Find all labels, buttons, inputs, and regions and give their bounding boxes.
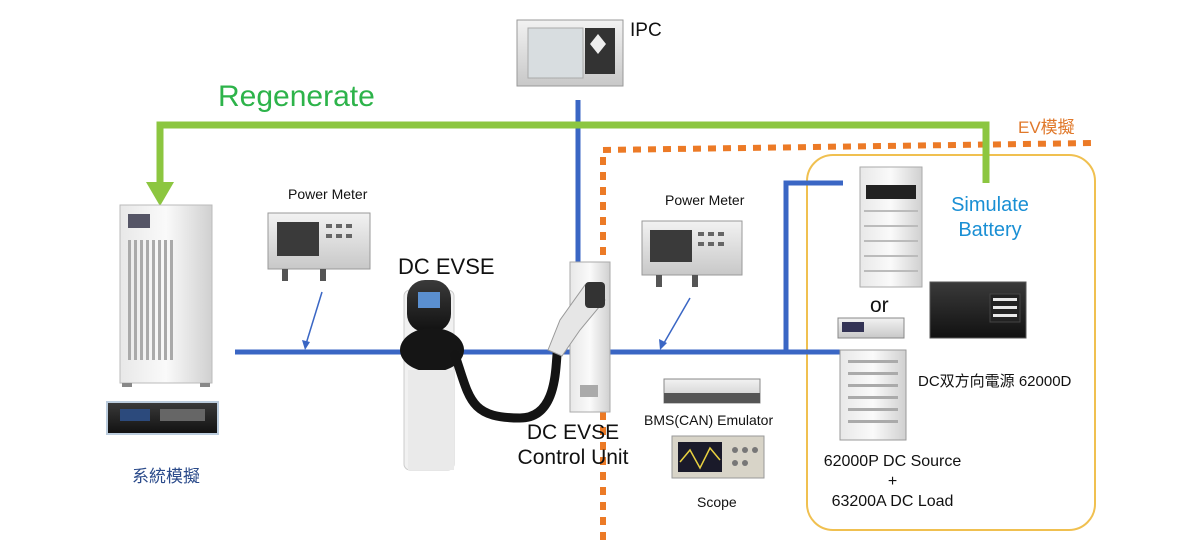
ev-sim-box	[806, 154, 1096, 531]
power-meter-left-label: Power Meter	[288, 186, 368, 202]
regenerate-line	[156, 121, 990, 185]
source-load-label: 62000P DC Source + 63200A DC Load	[805, 452, 980, 512]
charging-cable-icon	[450, 340, 563, 423]
bms-emulator-icon	[663, 378, 761, 404]
scope-label: Scope	[697, 494, 737, 510]
power-meter-left-probe-arrow	[302, 340, 310, 350]
control-unit-label: DC EVSE Control Unit	[508, 420, 638, 470]
dc-load-cabinet-icon	[839, 349, 907, 441]
power-meter-right-probe	[663, 297, 691, 344]
regenerate-label: Regenerate	[218, 80, 375, 113]
dc-bidirectional-label: DC双方向電源 62000D	[918, 373, 1072, 390]
battery-simulator-rack-icon	[859, 166, 923, 288]
grid-sim-label: 系統模擬	[132, 467, 200, 486]
oscilloscope-icon	[671, 435, 765, 479]
control-unit-label-line2: Control Unit	[517, 446, 629, 469]
source-load-line2: +	[887, 473, 898, 490]
dc-source-unit-icon	[837, 317, 905, 339]
ev-boundary-line	[600, 140, 1096, 540]
dc-bidirectional-supply-icon	[929, 281, 1027, 339]
ev-sim-label: EV模擬	[1018, 118, 1075, 137]
dc-evse-charger-icon	[400, 280, 464, 471]
dc-evse-label: DC EVSE	[398, 254, 495, 279]
power-meter-right-label: Power Meter	[665, 192, 745, 208]
source-load-line3: 63200A DC Load	[831, 493, 954, 510]
grid-simulator-rack-unit-icon	[106, 401, 219, 435]
power-meter-right-icon	[641, 220, 743, 287]
or-label: or	[870, 294, 889, 317]
simulate-label-line1: Simulate	[951, 194, 1029, 216]
power-meter-right-probe-arrow	[659, 339, 667, 350]
charging-plug-icon	[547, 282, 606, 357]
ipc-label: IPC	[630, 20, 662, 41]
bms-emulator-label: BMS(CAN) Emulator	[644, 412, 774, 428]
grid-simulator-icon	[119, 204, 213, 387]
simulate-battery-label: Simulate Battery	[935, 193, 1045, 243]
simulate-label-line2: Battery	[958, 219, 1022, 241]
regenerate-arrowhead	[146, 182, 174, 206]
source-load-line1: 62000P DC Source	[823, 453, 962, 470]
power-meter-left-probe	[305, 291, 323, 345]
ipc-computer-icon	[516, 19, 624, 87]
control-unit-label-line1: DC EVSE	[526, 421, 620, 444]
power-meter-left-icon	[267, 212, 371, 281]
